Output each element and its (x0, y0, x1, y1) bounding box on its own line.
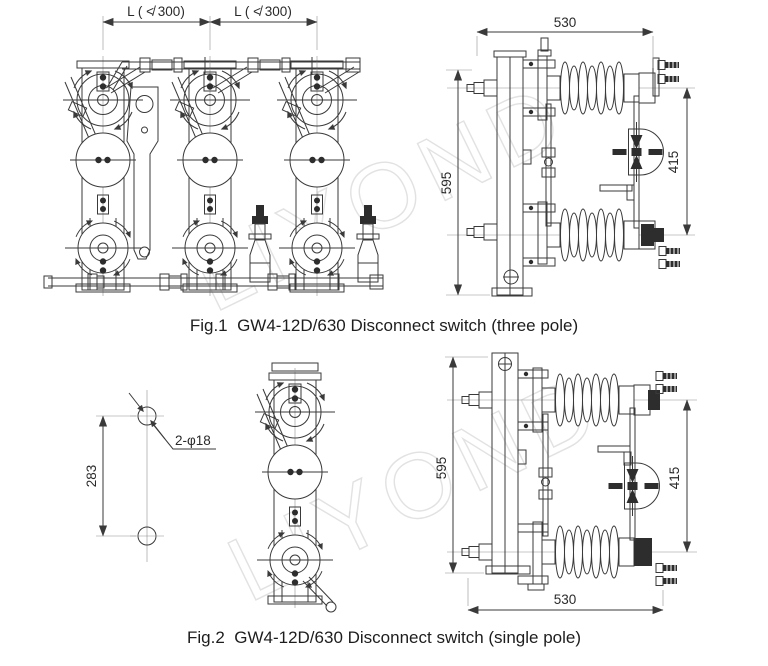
fig2-top-terminal (633, 371, 678, 416)
fig2-side-view: 595 415 530 (434, 352, 697, 615)
fig1-front-view: L ( ≮ 300) L ( ≮ 300) (43, 4, 384, 296)
fig2-terminal-spacing-dimension: 415 (667, 399, 692, 553)
fig1-drive-linkage (599, 95, 664, 229)
fig1-side-frame (491, 50, 533, 297)
fig2-hole-spacing-dimension: 283 (84, 415, 136, 537)
fig2-drive-linkage (597, 407, 660, 541)
fig1-operating-rod (541, 103, 556, 227)
fig1-side-view: 530 595 415 (439, 15, 695, 297)
fig2-width-dimension: 530 (467, 578, 664, 615)
fig1-height-dimension: 595 (439, 69, 490, 296)
fig1-width-dimension: 530 (476, 15, 654, 68)
fig1-caption: Fig.1 GW4-12D/630 Disconnect switch (thr… (189, 316, 579, 335)
fig1-top-linkage-rod (107, 57, 361, 91)
fig1-left-shaft-bottom (466, 223, 498, 241)
watermark-fig1: LIYOND (178, 63, 585, 331)
fig2-front-view (255, 362, 337, 613)
fig1-bottom-mounting-bracket (522, 201, 556, 267)
fig1-bottom-insulator (546, 208, 640, 262)
dim-label-pole-spacing-1: L ( ≮ 300) (127, 4, 185, 19)
fig1-linkage-braces (105, 66, 360, 94)
dim-label-fig2-holes: 2-φ18 (175, 433, 211, 448)
fig1-bottom-terminal (638, 220, 681, 269)
dim-label-pole-spacing-2: L ( ≮ 300) (234, 4, 292, 19)
fig1-pole-spacing-dimension: L ( ≮ 300) L ( ≮ 300) (102, 4, 318, 50)
fig2-operating-rod (538, 413, 553, 537)
dim-label-fig1-595: 595 (439, 172, 454, 195)
fig1-top-terminal (638, 57, 680, 104)
dim-label-fig2-595: 595 (434, 457, 449, 480)
dim-label-fig2-283: 283 (84, 465, 99, 488)
fig2-bottom-insulator (541, 525, 635, 579)
fig1-terminal-spacing-dimension: 415 (666, 87, 692, 236)
fig1-drive-crank-arm (126, 86, 159, 260)
dim-label-fig1-530: 530 (554, 15, 577, 30)
fig1-bottom-drive-shaft (43, 273, 384, 291)
dim-label-fig2-530: 530 (554, 592, 577, 607)
fig2-height-dimension: 595 (434, 356, 488, 574)
dim-label-fig1-415: 415 (666, 151, 681, 174)
dim-label-fig2-415: 415 (667, 467, 682, 490)
fig2-side-frame (485, 352, 531, 575)
fig2-manual-handle (302, 576, 337, 613)
fig2-bottom-terminal (634, 538, 678, 586)
fig2-mounting-hole-diagram: 2-φ18 283 (84, 390, 216, 562)
fig2-caption: Fig.2 GW4-12D/630 Disconnect switch (sin… (187, 628, 581, 647)
